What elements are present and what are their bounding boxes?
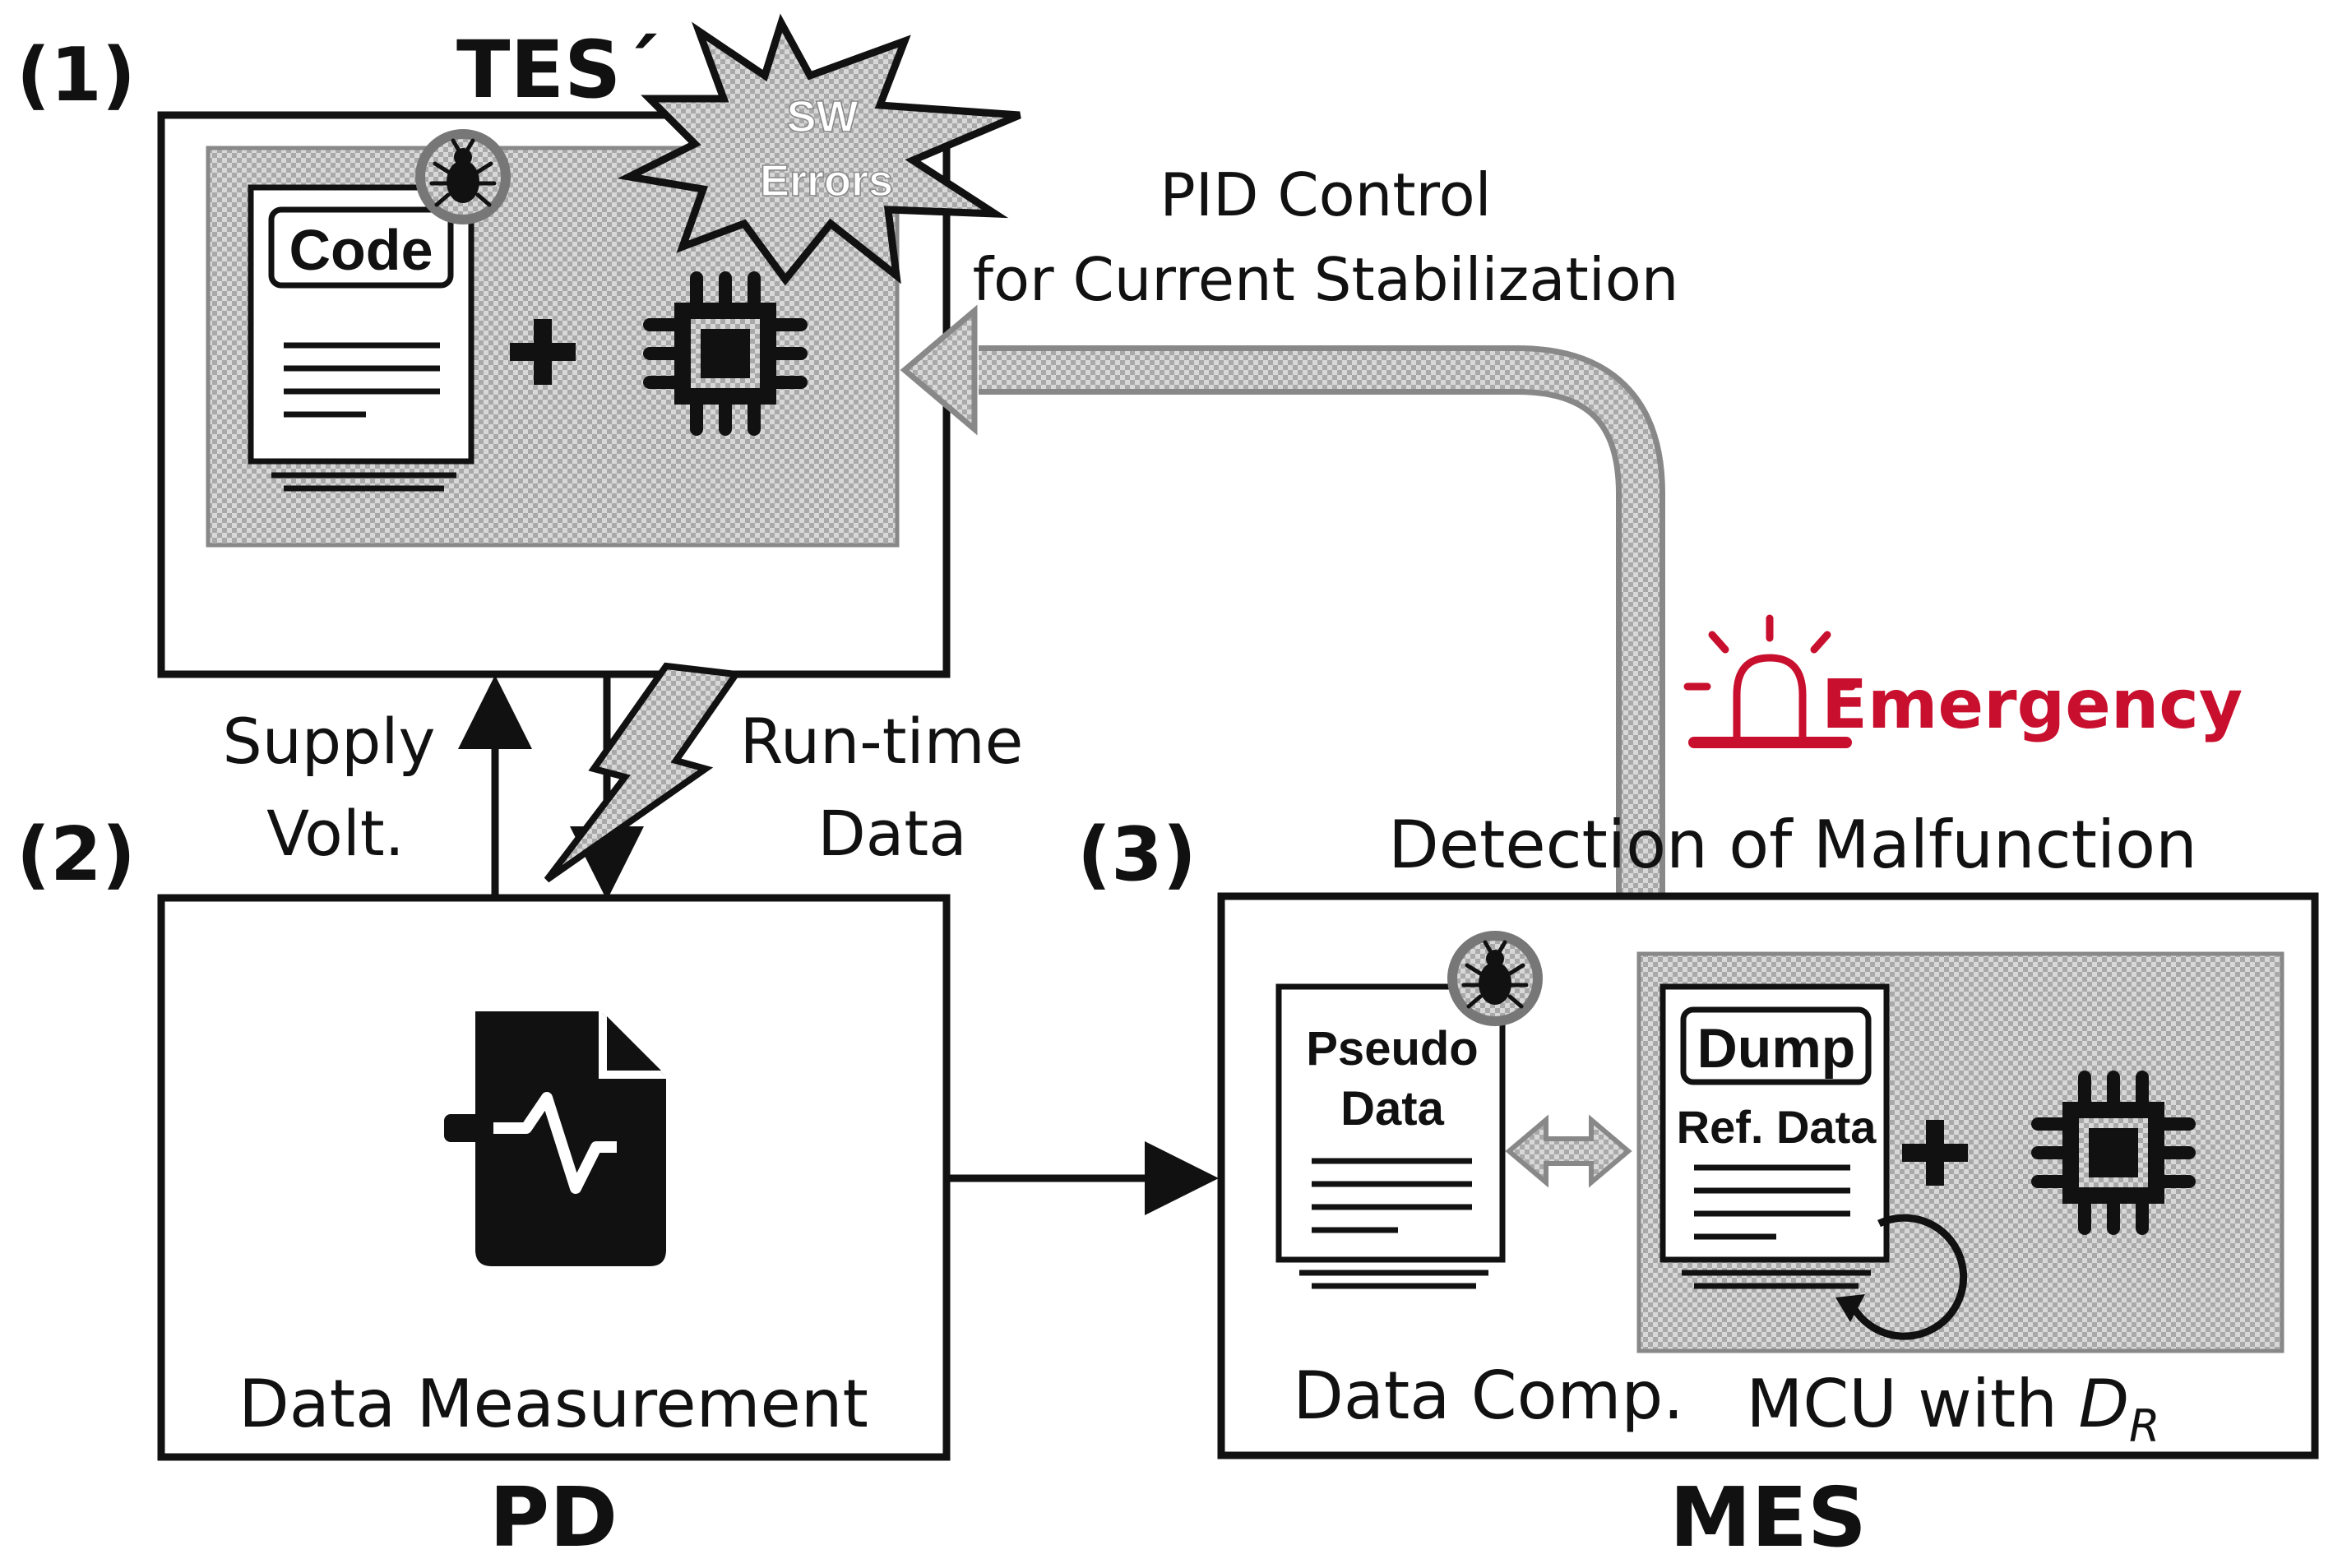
plus-icon xyxy=(510,319,576,385)
lightning-bolt-icon xyxy=(544,662,743,883)
emergency-siren-icon xyxy=(1683,614,1856,748)
section-number-3: (3) xyxy=(1077,812,1197,898)
code-document: Code xyxy=(248,184,474,492)
dump-label-box xyxy=(1680,1006,1872,1085)
sw-errors-line2: Errors xyxy=(760,156,893,206)
pid-feedback-arrow xyxy=(900,304,1665,896)
pd-title: PD xyxy=(489,1469,618,1566)
measurement-file-icon xyxy=(444,1011,666,1266)
pseudo-data-line2: Data xyxy=(1340,1082,1444,1136)
supply-label-line2: Volt. xyxy=(266,797,405,870)
mes-title: MES xyxy=(1669,1469,1867,1566)
code-label-box xyxy=(268,206,454,289)
pseudo-data-line1: Pseudo xyxy=(1306,1022,1479,1075)
data-comp-caption: Data Comp. xyxy=(1293,1358,1683,1434)
plus-icon xyxy=(1902,1120,1968,1186)
emergency-label: Emergency xyxy=(1821,666,2243,744)
sw-errors-starburst: SW Errors xyxy=(617,13,1021,286)
reference-document xyxy=(1659,983,1890,1289)
bug-icon xyxy=(1447,931,1543,1026)
tes-title: TES´ xyxy=(456,24,660,116)
pid-label-line1: PID Control xyxy=(1160,160,1491,229)
pseudo-data-document xyxy=(1275,983,1506,1289)
loop-arrow-icon xyxy=(1835,1214,1968,1340)
comparison-double-arrow xyxy=(1505,1114,1632,1188)
mcu-caption-var: D xyxy=(2078,1366,2129,1442)
mcu-caption-sub: R xyxy=(2129,1400,2160,1452)
mcu-caption-prefix: MCU with xyxy=(1746,1366,2078,1442)
dump-label: Dump xyxy=(1697,1017,1856,1080)
ref-data-label: Ref. Data xyxy=(1677,1101,1877,1153)
mcu-caption: MCU with DR xyxy=(1746,1366,2159,1452)
detection-label: Detection of Malfunction xyxy=(1388,807,2197,883)
runtime-label-line2: Data xyxy=(817,797,966,870)
section-number-1: (1) xyxy=(16,32,136,118)
pid-label-line2: for Current Stabilization xyxy=(973,245,1679,314)
sw-errors-line1: SW xyxy=(787,92,859,141)
runtime-label-line1: Run-time xyxy=(740,705,1024,778)
pd-caption: Data Measurement xyxy=(238,1366,868,1442)
code-label: Code xyxy=(289,218,433,282)
supply-label-line1: Supply xyxy=(223,705,436,778)
section-number-2: (2) xyxy=(16,812,136,898)
bug-icon xyxy=(415,129,511,224)
